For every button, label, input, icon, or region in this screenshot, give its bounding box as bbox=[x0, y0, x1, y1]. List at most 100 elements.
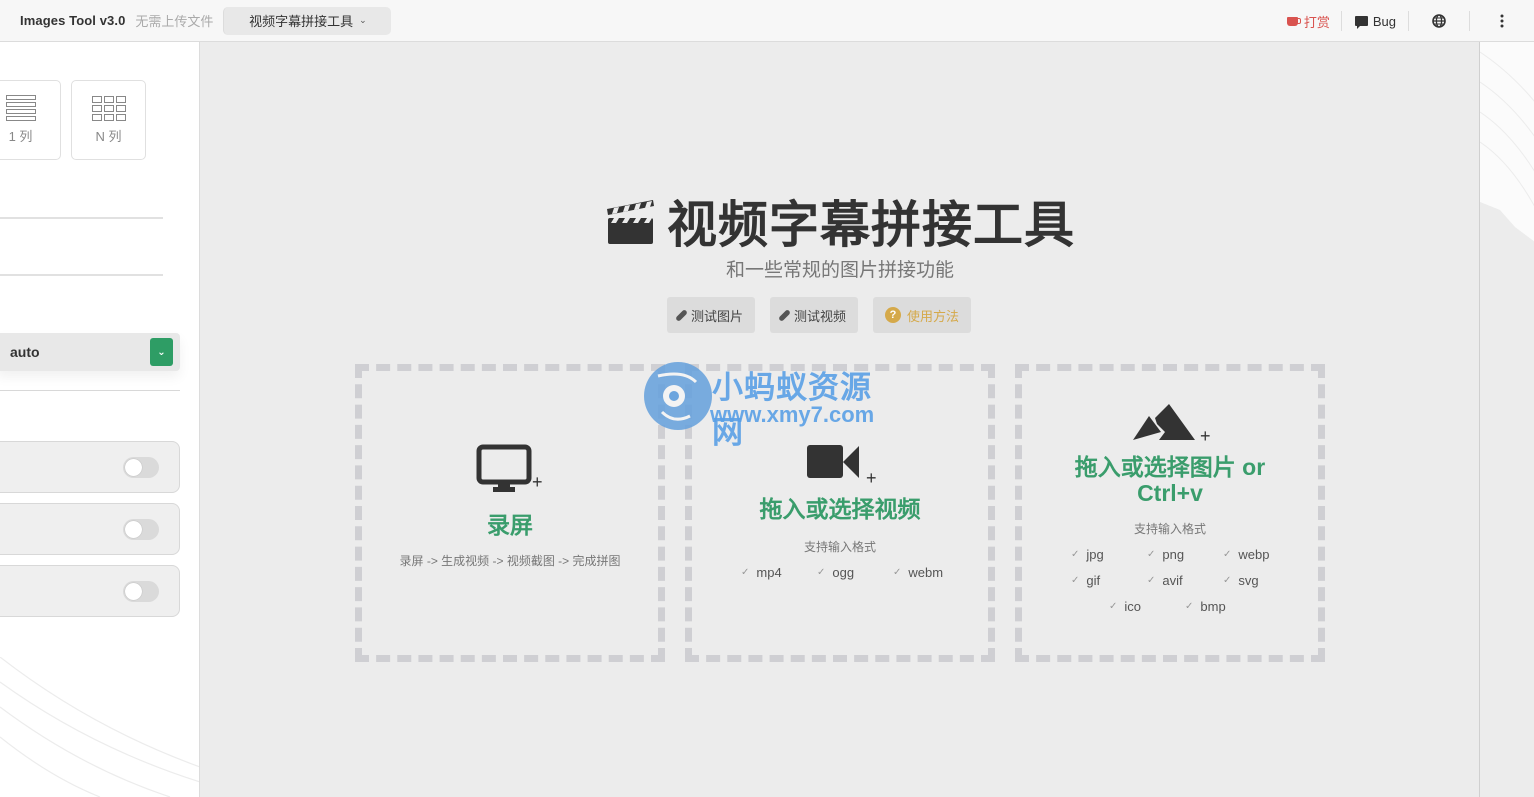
check-icon: ✓ bbox=[1071, 548, 1080, 560]
vertical-dots-icon bbox=[1500, 14, 1504, 28]
option-row-1 bbox=[0, 441, 180, 493]
test-image-button[interactable]: 测试图片 bbox=[667, 297, 756, 333]
format-item: ✓bmp bbox=[1185, 598, 1226, 614]
chevron-down-icon: ⌄ bbox=[359, 15, 367, 25]
help-label: 使用方法 bbox=[907, 308, 960, 324]
plus-icon: + bbox=[1200, 426, 1211, 446]
mountain-image-icon bbox=[1133, 404, 1195, 440]
video-camera-icon-wrap: + bbox=[800, 444, 880, 492]
top-bar: Images Tool v3.0 无需上传文件 视频字幕拼接工具 ⌄ 打赏 Bu… bbox=[0, 0, 1534, 42]
screen-record-desc: 录屏 -> 生成视频 -> 视频截图 -> 完成拼图 bbox=[399, 554, 621, 568]
globe-icon bbox=[1432, 14, 1446, 28]
language-button[interactable] bbox=[1409, 0, 1469, 42]
settings-sidebar: 1 列 N 列 auto ⌄ bbox=[0, 42, 200, 797]
mountain-image-icon-wrap: + bbox=[1130, 404, 1211, 448]
format-item: ✓avif bbox=[1147, 572, 1183, 588]
video-formats-list: ✓mp4 ✓ogg ✓webm bbox=[741, 559, 969, 585]
bug-label: Bug bbox=[1372, 13, 1396, 29]
image-formats-list: ✓jpg ✓png ✓webp ✓gif ✓avif ✓svg bbox=[1071, 541, 1299, 593]
layout-n-columns-label: N 列 bbox=[95, 128, 122, 144]
size-select-value: auto bbox=[10, 344, 40, 360]
image-formats-list-row3: ✓ico ✓bmp bbox=[1109, 593, 1261, 619]
test-video-button[interactable]: 测试视频 bbox=[770, 297, 859, 333]
image-formats-heading: 支持输入格式 bbox=[1133, 522, 1206, 536]
layout-one-column-button[interactable]: 1 列 bbox=[0, 80, 61, 160]
clapperboard-icon bbox=[607, 200, 654, 244]
check-icon: ✓ bbox=[817, 566, 826, 578]
donate-button[interactable]: 打赏 bbox=[1286, 0, 1341, 42]
check-icon: ✓ bbox=[1147, 574, 1156, 586]
check-icon: ✓ bbox=[1185, 600, 1194, 612]
app-tagline: 无需上传文件 bbox=[135, 14, 214, 29]
image-dropzone[interactable]: + 拖入或选择图片 or Ctrl+v 支持输入格式 ✓jpg ✓png ✓we… bbox=[1015, 364, 1325, 662]
monitor-icon bbox=[476, 444, 532, 492]
monitor-icon-wrap: + bbox=[476, 444, 544, 500]
format-item: ✓webp bbox=[1223, 546, 1270, 562]
screen-record-dropzone[interactable]: + 录屏 录屏 -> 生成视频 -> 视频截图 -> 完成拼图 bbox=[355, 364, 665, 662]
layout-n-columns-button[interactable]: N 列 bbox=[71, 80, 146, 160]
right-edge-panel bbox=[1479, 42, 1534, 797]
coffee-cup-icon bbox=[1286, 16, 1301, 26]
question-circle-icon: ? bbox=[885, 307, 902, 323]
option-row-3 bbox=[0, 565, 180, 617]
check-icon: ✓ bbox=[893, 566, 902, 578]
help-button[interactable]: ? 使用方法 bbox=[873, 297, 972, 333]
decorative-curves bbox=[0, 657, 199, 797]
divider bbox=[0, 217, 163, 219]
chat-bubble-icon bbox=[1354, 16, 1368, 29]
video-camera-icon bbox=[807, 445, 859, 478]
video-formats-heading: 支持输入格式 bbox=[803, 540, 876, 554]
format-item: ✓jpg bbox=[1071, 546, 1104, 562]
option-toggle-2[interactable] bbox=[123, 519, 159, 540]
divider bbox=[0, 390, 180, 391]
page-title: 视频字幕拼接工具 bbox=[667, 196, 1075, 254]
screen-record-title: 录屏 bbox=[487, 512, 533, 538]
chevron-down-icon: ⌄ bbox=[150, 338, 173, 366]
action-buttons: 测试图片 测试视频 ? 使用方法 bbox=[667, 297, 972, 333]
divider bbox=[1408, 11, 1409, 31]
check-icon: ✓ bbox=[1109, 600, 1118, 612]
format-item: ✓png bbox=[1147, 546, 1185, 562]
format-item: ✓mp4 bbox=[741, 564, 782, 580]
test-image-label: 测试图片 bbox=[691, 308, 744, 324]
check-icon: ✓ bbox=[1071, 574, 1080, 586]
size-select-dropdown[interactable]: auto ⌄ bbox=[0, 333, 180, 371]
format-item: ✓svg bbox=[1223, 572, 1259, 588]
option-toggle-1[interactable] bbox=[123, 457, 159, 478]
main-workspace: 视频字幕拼接工具 和一些常规的图片拼接功能 测试图片 测试视频 ? 使用方法 +… bbox=[201, 42, 1479, 797]
format-item: ✓webm bbox=[893, 564, 944, 580]
video-dropzone-title: 拖入或选择视频 bbox=[759, 496, 921, 522]
more-menu-button[interactable] bbox=[1470, 0, 1534, 42]
grid-columns-icon bbox=[91, 95, 126, 121]
page-subtitle: 和一些常规的图片拼接功能 bbox=[725, 260, 954, 281]
single-column-rows-icon bbox=[5, 95, 36, 121]
divider bbox=[0, 274, 163, 276]
decorative-curves bbox=[1480, 42, 1534, 242]
image-dropzone-title: 拖入或选择图片 or Ctrl+v bbox=[1075, 454, 1265, 506]
test-video-label: 测试视频 bbox=[794, 308, 847, 324]
option-toggle-3[interactable] bbox=[123, 581, 159, 602]
image-dropzone-title-line2: Ctrl+v bbox=[1137, 480, 1203, 506]
tool-selector-value: 视频字幕拼接工具 bbox=[249, 14, 354, 29]
plus-icon: + bbox=[532, 472, 543, 492]
image-dropzone-title-line1: 拖入或选择图片 or bbox=[1074, 454, 1266, 480]
app-title: Images Tool v3.0 bbox=[20, 13, 126, 28]
page-heading: 视频字幕拼接工具 bbox=[201, 185, 1479, 257]
tool-selector-dropdown[interactable]: 视频字幕拼接工具 ⌄ bbox=[223, 6, 392, 35]
divider bbox=[1340, 11, 1342, 31]
video-dropzone[interactable]: + 拖入或选择视频 支持输入格式 ✓mp4 ✓ogg ✓webm bbox=[685, 364, 995, 662]
bug-report-button[interactable]: Bug bbox=[1342, 0, 1408, 42]
layout-one-column-label: 1 列 bbox=[8, 129, 33, 144]
format-item: ✓ico bbox=[1109, 598, 1142, 614]
check-icon: ✓ bbox=[741, 566, 750, 578]
test-tube-icon bbox=[675, 308, 688, 322]
option-row-2 bbox=[0, 503, 180, 555]
check-icon: ✓ bbox=[1223, 548, 1232, 560]
check-icon: ✓ bbox=[1223, 574, 1232, 586]
plus-icon: + bbox=[866, 468, 877, 488]
divider bbox=[1469, 11, 1470, 31]
check-icon: ✓ bbox=[1147, 548, 1156, 560]
donate-label: 打赏 bbox=[1303, 14, 1330, 30]
test-tube-icon bbox=[778, 308, 791, 322]
format-item: ✓gif bbox=[1071, 572, 1101, 588]
